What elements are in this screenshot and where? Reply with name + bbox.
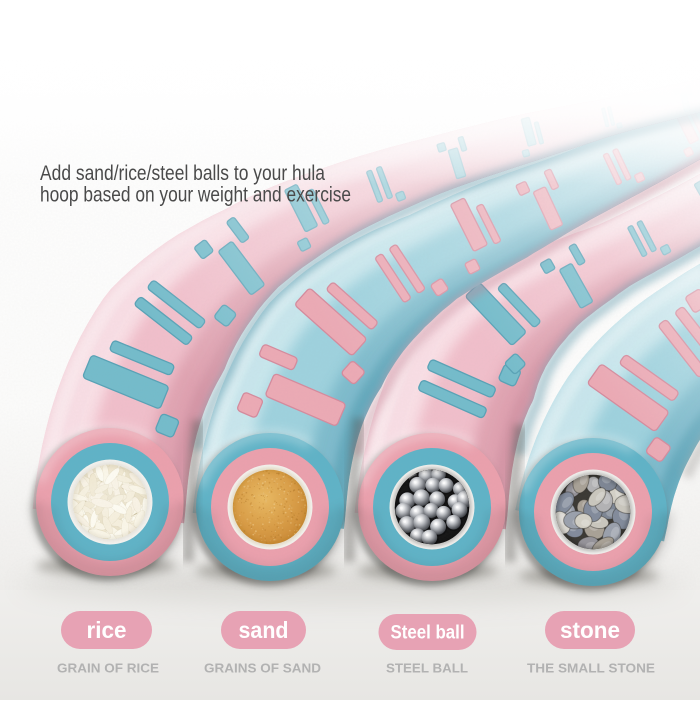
svg-text:hoop based on your weight and: hoop based on your weight and exercise [40, 183, 351, 207]
svg-text:Add sand/rice/steel balls to y: Add sand/rice/steel balls to your hula [40, 161, 325, 185]
svg-text:STEEL BALL: STEEL BALL [386, 662, 468, 676]
svg-text:GRAINS OF SAND: GRAINS OF SAND [204, 662, 321, 676]
svg-text:GRAIN OF RICE: GRAIN OF RICE [57, 662, 159, 676]
svg-text:THE SMALL STONE: THE SMALL STONE [527, 662, 655, 676]
svg-text:stone: stone [560, 617, 620, 643]
svg-text:sand: sand [239, 617, 289, 643]
svg-text:Steel ball: Steel ball [391, 623, 465, 644]
svg-text:rice: rice [87, 617, 127, 643]
